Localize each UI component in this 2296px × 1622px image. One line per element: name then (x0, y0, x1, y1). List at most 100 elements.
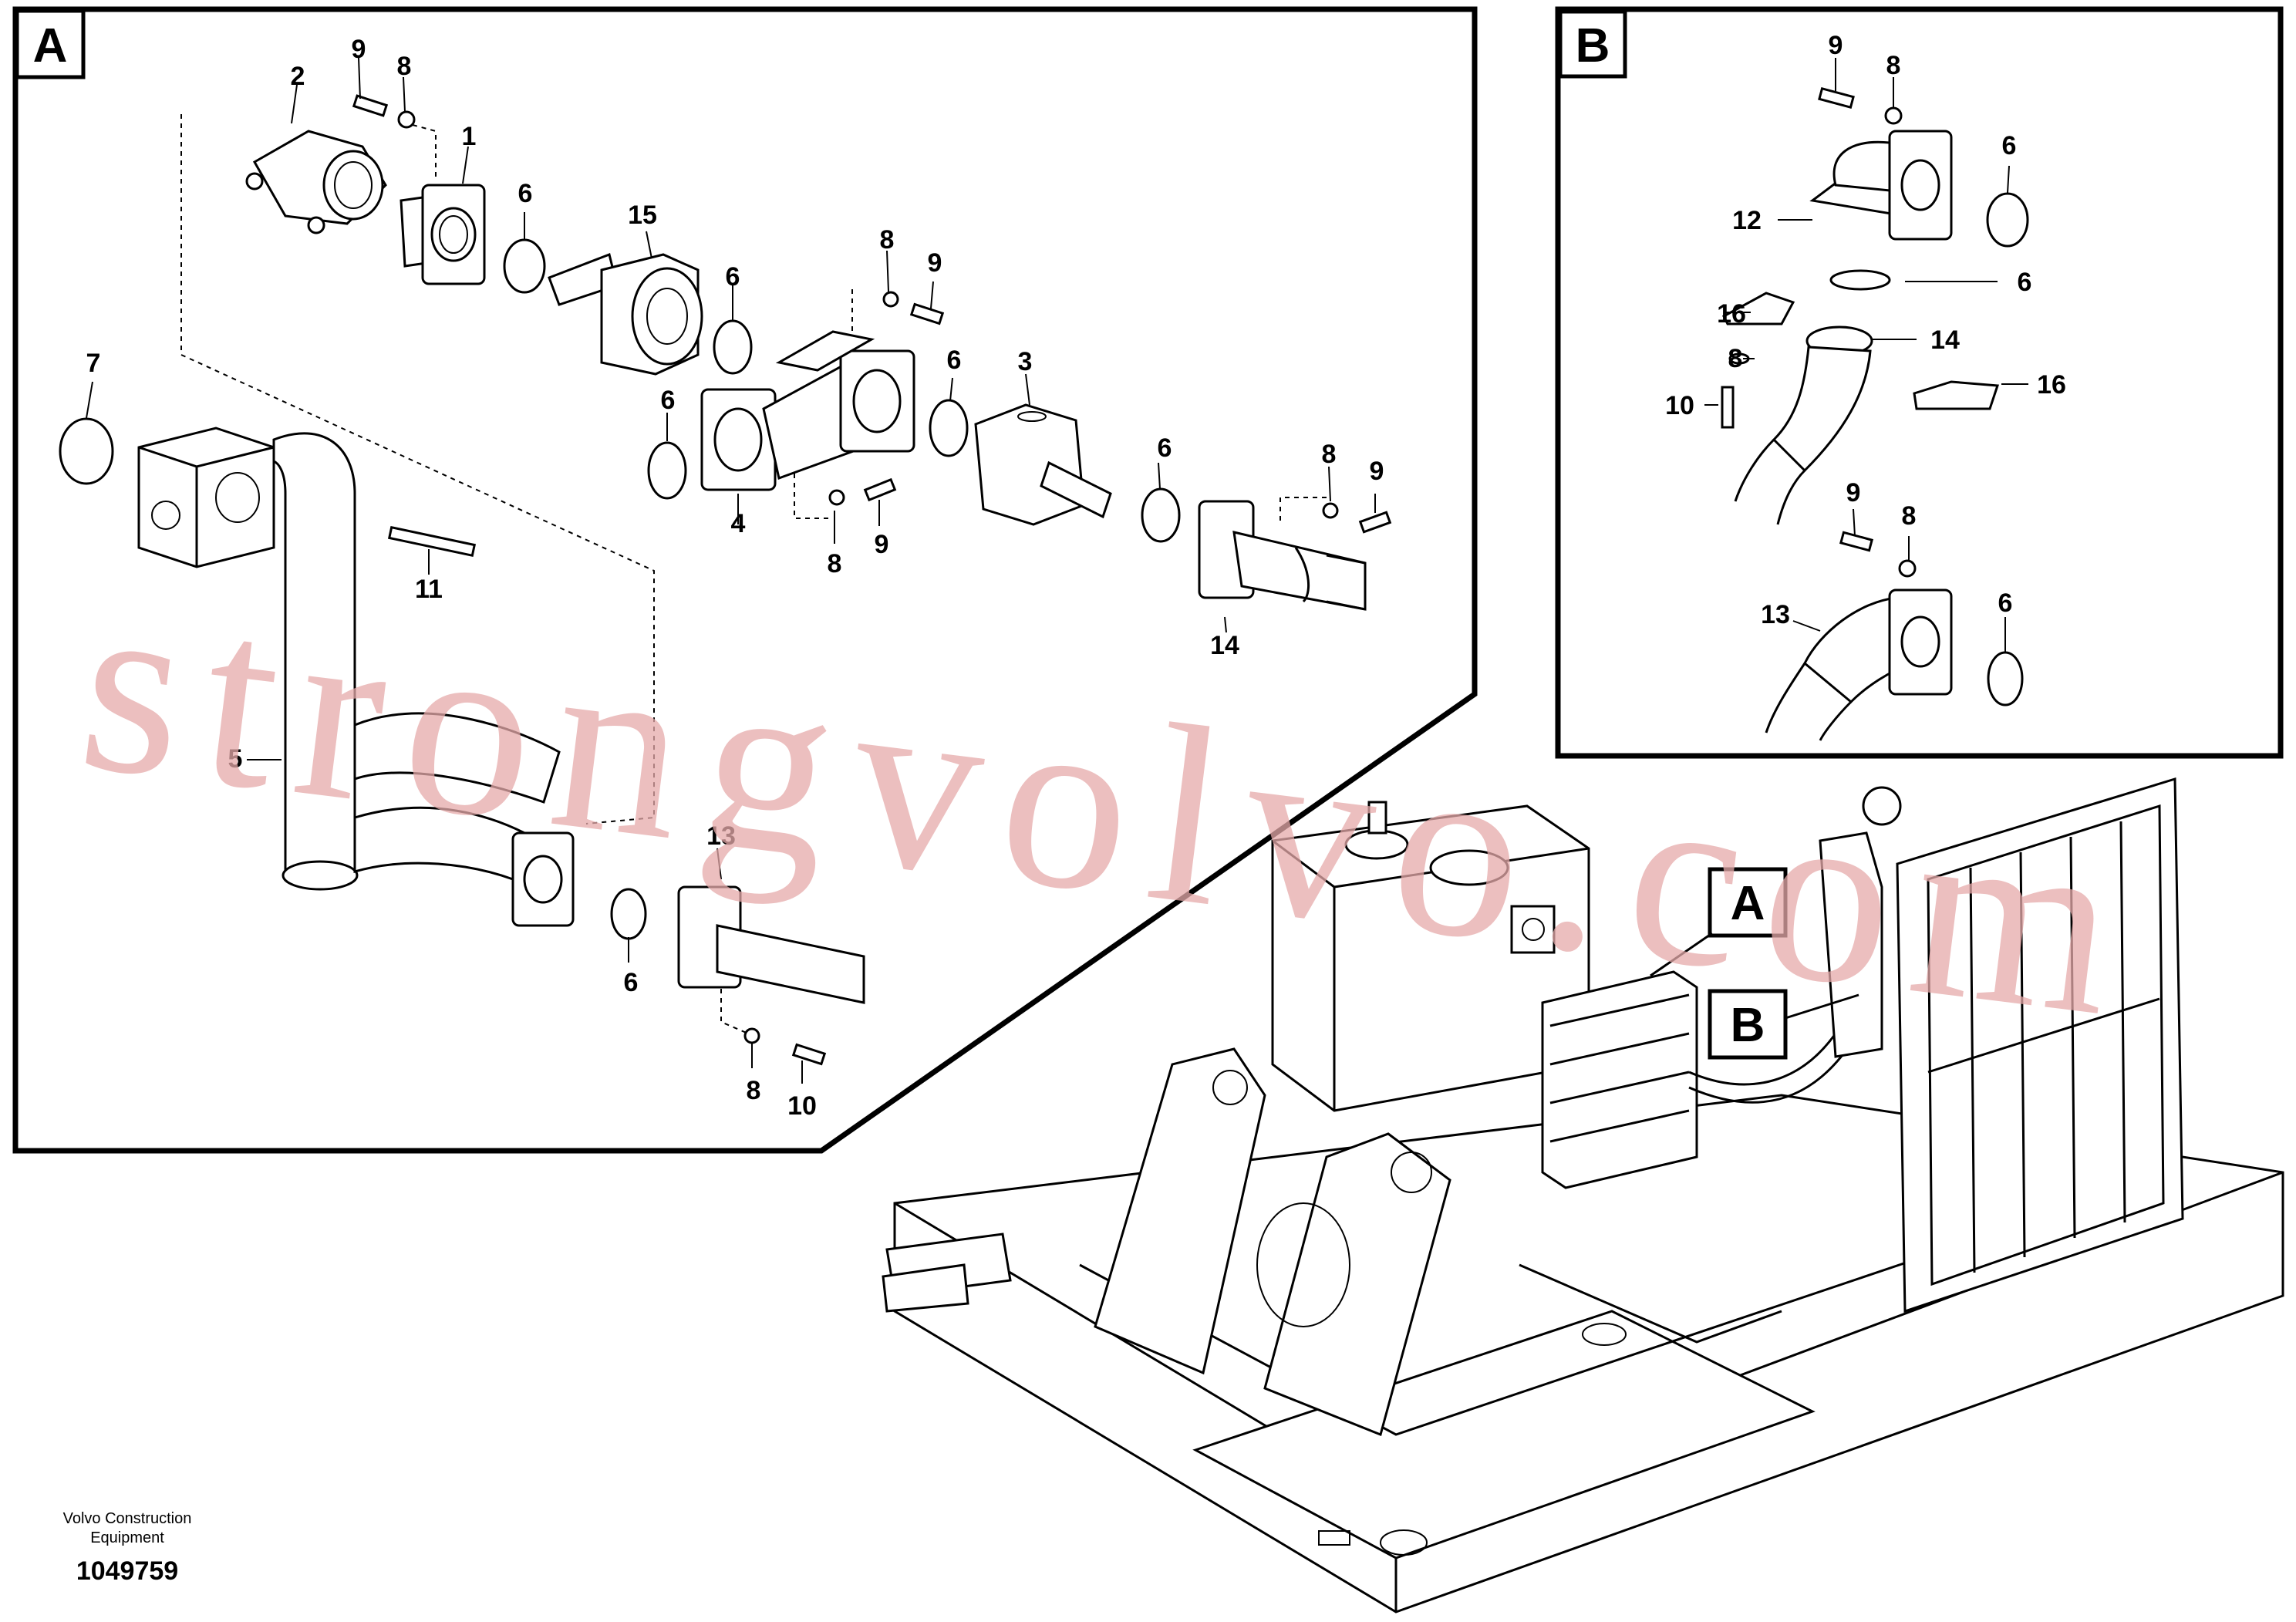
callout-label: 6 (2002, 131, 2017, 160)
bolt-part-10 (791, 1043, 827, 1066)
o-ring-part-6 (1987, 651, 2024, 706)
callout-label: 6 (2018, 268, 2032, 297)
panel-a-tag: A (33, 19, 68, 73)
callout-label: 8 (880, 225, 895, 255)
callout-label: 16 (1717, 299, 1746, 329)
drawing-number: 1049759 (76, 1556, 178, 1586)
callout-label: 8 (747, 1076, 761, 1105)
bolt-part-9 (352, 94, 389, 117)
panel-a-tag-box (15, 8, 86, 79)
washer-part-8 (882, 291, 899, 308)
hose-part-13 (511, 831, 865, 1004)
bolt-part-11 (387, 525, 477, 558)
o-ring-part-6 (929, 399, 969, 457)
callout-label: 12 (1732, 206, 1762, 235)
callout-label: 1 (462, 122, 477, 151)
callout-label: 10 (1665, 391, 1694, 420)
callout-label: 6 (518, 179, 533, 208)
bolt-part-10 (1721, 386, 1735, 429)
callout-label: 11 (415, 575, 443, 604)
clamp-part-2 (245, 130, 387, 234)
panel-b: B 9 8 6 12 (1555, 6, 2284, 759)
callout-label: 7 (86, 349, 101, 378)
callout-label: 8 (1886, 51, 1901, 80)
assembly-line (180, 114, 655, 824)
callout-label: 6 (726, 262, 740, 292)
o-ring-part-6 (1829, 269, 1891, 291)
machine-tag-a: A (1731, 877, 1765, 930)
callout-label: 9 (928, 248, 942, 278)
relief-valve-part-15 (548, 252, 703, 376)
callout-label: 8 (397, 52, 412, 81)
assembly-line (1279, 497, 1327, 521)
brand-line-1: Volvo Construction (63, 1510, 192, 1527)
callout-label: 9 (1829, 31, 1843, 60)
callout-label: 3 (1018, 347, 1033, 376)
callout-label: 6 (1158, 433, 1172, 463)
bolt-part-9 (909, 302, 945, 325)
flange-part-1 (400, 184, 486, 285)
machine-overview: A B (882, 777, 2284, 1614)
o-ring-part-6 (1141, 487, 1181, 543)
panel-a: A (12, 6, 1478, 1154)
elbow-part-12 (1809, 130, 1953, 241)
callout-label: 16 (2037, 370, 2066, 400)
panel-b-tag: B (1576, 19, 1610, 73)
washer-part-8 (828, 489, 845, 506)
callout-label: 14 (1930, 325, 1960, 355)
callout-label: 8 (1902, 501, 1917, 531)
callout-label: 9 (875, 530, 889, 559)
washer-part-8 (743, 1027, 760, 1044)
machine-tag-a-leader (1650, 932, 1713, 977)
callout-label: 8 (1322, 440, 1337, 469)
callout-label: 5 (228, 744, 243, 774)
bolt-part-9 (1818, 86, 1855, 110)
bolt-part-9 (1839, 531, 1874, 552)
bolt-part-9 (863, 477, 897, 502)
callout-label: 14 (1210, 631, 1239, 660)
o-ring-part-6 (713, 319, 753, 375)
relief-valve-part-3 (974, 403, 1112, 526)
o-ring-part-7 (59, 417, 114, 485)
bolt-part-9 (1358, 511, 1392, 534)
machine-tag-b-box (1708, 989, 1788, 1060)
boom-bracket (1094, 1047, 1266, 1375)
assembly-line (794, 455, 833, 519)
machine-tag-b-leader (1785, 993, 1859, 1020)
callout-label: 4 (731, 509, 746, 538)
callout-label: 2 (291, 62, 305, 91)
callout-label: 6 (624, 968, 639, 997)
hose-part-14 (1198, 500, 1367, 611)
o-ring-part-6 (503, 238, 546, 294)
callout-label: 6 (661, 386, 676, 415)
callout-label: 8 (1728, 344, 1743, 373)
callout-label: 15 (628, 201, 657, 230)
manifold-part-5 (137, 427, 561, 891)
adapter-part-4 (700, 330, 915, 491)
brand-line-2: Equipment (90, 1529, 164, 1546)
washer-part-8 (1898, 559, 1917, 578)
clamp-half-part-16 (1913, 380, 2000, 410)
callout-label: 8 (828, 549, 842, 578)
callout-label: 9 (1370, 457, 1384, 486)
radiator (1896, 777, 2184, 1313)
washer-part-8 (1884, 106, 1903, 125)
callout-label: 9 (352, 35, 366, 64)
panel-b-tag-box (1558, 9, 1627, 79)
washer-part-8 (1322, 502, 1339, 519)
machine-tag-a-box (1708, 867, 1788, 938)
callout-label: 9 (1846, 478, 1861, 508)
clamp-half-part-16 (1722, 292, 1795, 325)
washer-part-8 (397, 110, 416, 129)
boom-bracket (1263, 1132, 1451, 1437)
callout-label: 13 (706, 821, 736, 851)
o-ring-part-6 (1986, 192, 2029, 248)
callout-label: 6 (1998, 588, 2013, 618)
footer: Volvo Construction Equipment 1049759 (63, 1510, 192, 1586)
callout-label: 6 (947, 346, 962, 375)
o-ring-part-6 (647, 441, 687, 500)
callout-label: 10 (787, 1091, 817, 1121)
callout-label: 13 (1761, 600, 1790, 629)
elbow-hose-part-13 (1765, 588, 1953, 741)
